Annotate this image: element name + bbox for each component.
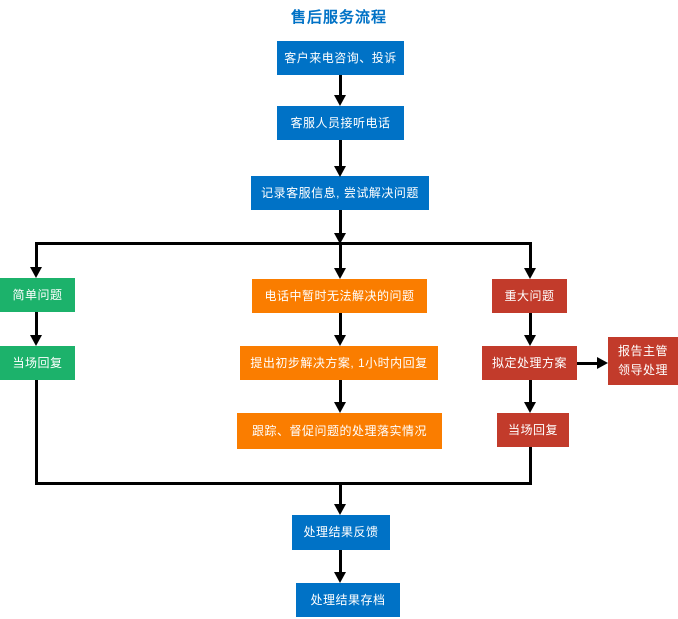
connector-line <box>34 241 532 245</box>
connector-line <box>528 313 532 338</box>
arrowhead-icon <box>334 572 346 583</box>
connector-line <box>338 140 342 169</box>
arrowhead-icon <box>597 357 608 369</box>
arrowhead-icon <box>334 233 346 244</box>
connector-line <box>577 361 600 365</box>
connector-line <box>34 312 38 338</box>
arrowhead-icon <box>524 335 536 346</box>
flow-node-simple-problem: 简单问题 <box>0 278 75 312</box>
flow-node-customer-call: 客户来电咨询、投诉 <box>277 41 404 75</box>
page-title: 售后服务流程 <box>290 9 387 26</box>
flow-node-report-leader: 报告主管 领导处理 <box>608 337 678 385</box>
arrowhead-icon <box>334 402 346 413</box>
flow-node-track-progress: 跟踪、督促问题的处理落实情况 <box>237 413 442 449</box>
connector-line <box>338 484 342 507</box>
connector-line <box>338 244 342 271</box>
arrowhead-icon <box>30 335 42 346</box>
arrowhead-icon <box>524 402 536 413</box>
flow-node-major-reply: 当场回复 <box>497 413 569 447</box>
flow-node-result-archive: 处理结果存档 <box>296 583 400 617</box>
arrowhead-icon <box>524 268 536 279</box>
flow-node-unsolved-problem: 电话中暂时无法解决的问题 <box>252 279 427 313</box>
connector-line <box>338 380 342 405</box>
connector-line <box>338 550 342 575</box>
connector-line <box>528 447 532 484</box>
flow-node-agent-answer: 客服人员接听电话 <box>277 106 404 140</box>
connector-line <box>34 481 532 485</box>
flow-node-make-plan: 拟定处理方案 <box>482 346 577 380</box>
connector-line <box>338 210 342 236</box>
arrowhead-icon <box>334 335 346 346</box>
connector-line <box>338 75 342 98</box>
connector-line <box>338 313 342 338</box>
arrowhead-icon <box>334 166 346 177</box>
flow-node-record-info: 记录客服信息, 尝试解决问题 <box>251 176 429 210</box>
connector-line <box>528 380 532 405</box>
flow-node-initial-proposal: 提出初步解决方案, 1小时内回复 <box>240 346 438 380</box>
arrowhead-icon <box>30 267 42 278</box>
connector-line <box>528 244 532 271</box>
flow-node-result-feedback: 处理结果反馈 <box>292 515 390 550</box>
arrowhead-icon <box>334 95 346 106</box>
connector-line <box>34 380 38 484</box>
arrowhead-icon <box>334 504 346 515</box>
flow-node-simple-reply: 当场回复 <box>0 346 75 380</box>
arrowhead-icon <box>334 268 346 279</box>
connector-line <box>34 244 38 270</box>
flow-node-major-problem: 重大问题 <box>492 279 567 313</box>
